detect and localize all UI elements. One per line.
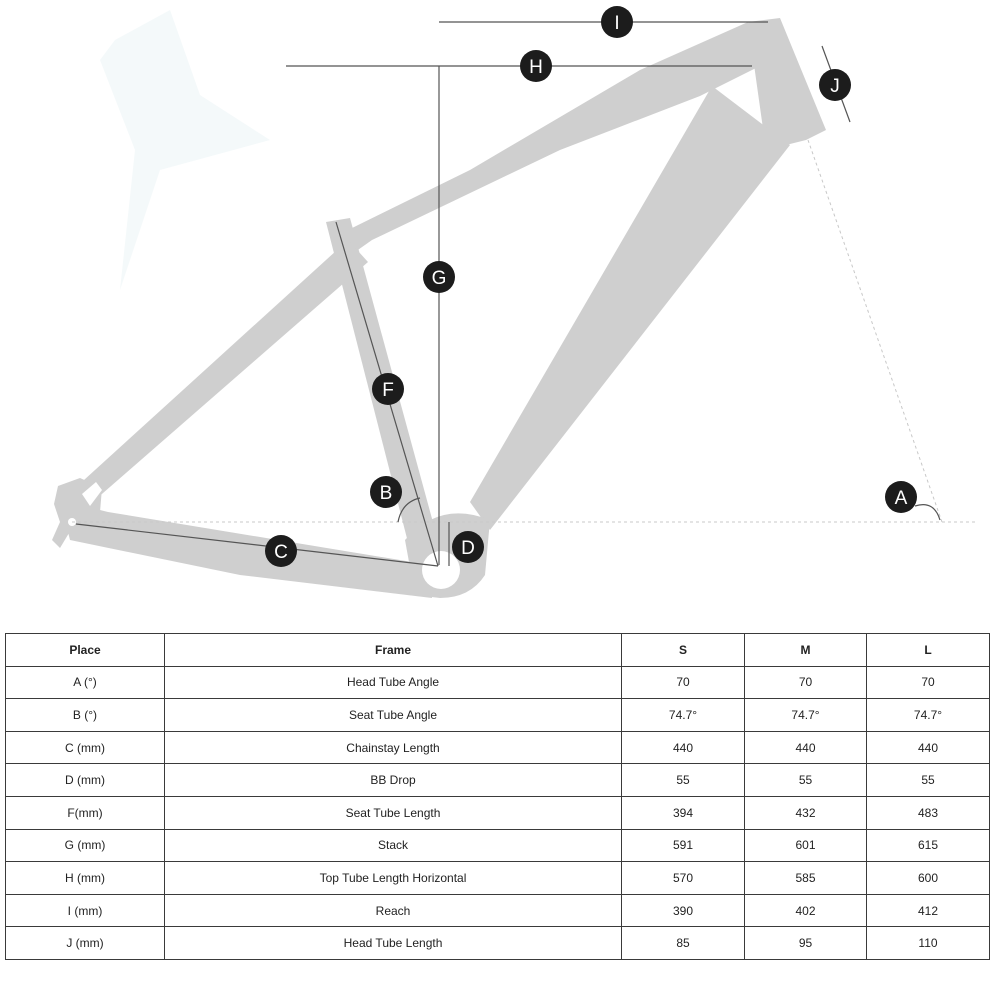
cell-size-l: 110 xyxy=(866,926,990,960)
svg-text:F: F xyxy=(382,380,394,401)
cell-size-m: 74.7° xyxy=(744,698,867,732)
cell-size-l: 70 xyxy=(866,665,990,700)
marker-F: F xyxy=(372,373,404,405)
cell-place: I (mm) xyxy=(5,893,165,928)
cell-frame: Top Tube Length Horizontal xyxy=(164,861,622,895)
seat-stay xyxy=(62,240,368,500)
cell-frame: Head Tube Angle xyxy=(164,665,622,700)
svg-text:C: C xyxy=(274,542,288,563)
marker-J: J xyxy=(819,69,851,101)
svg-text:B: B xyxy=(380,483,393,504)
cell-size-s: 591 xyxy=(621,828,745,863)
cell-size-s: 440 xyxy=(621,730,745,765)
svg-text:G: G xyxy=(432,268,447,289)
cell-size-l: 483 xyxy=(866,795,990,830)
header-size-m: M xyxy=(744,633,867,667)
cell-size-s: 55 xyxy=(621,763,745,797)
marker-C: C xyxy=(265,535,297,567)
cell-size-m: 601 xyxy=(744,828,867,863)
cell-frame: Reach xyxy=(164,893,622,928)
marker-A: A xyxy=(885,481,917,513)
table-header-row: Place Frame S M L xyxy=(5,633,990,667)
cell-place: G (mm) xyxy=(5,828,165,863)
cell-size-m: 55 xyxy=(744,763,867,797)
cell-place: A (°) xyxy=(5,665,165,700)
cell-place: H (mm) xyxy=(5,861,165,895)
marker-D: D xyxy=(452,531,484,563)
cell-frame: BB Drop xyxy=(164,763,622,797)
cell-place: F(mm) xyxy=(5,795,165,830)
cell-size-l: 600 xyxy=(866,861,990,895)
cell-size-l: 615 xyxy=(866,828,990,863)
cell-place: C (mm) xyxy=(5,730,165,765)
cell-frame: Chainstay Length xyxy=(164,730,622,765)
cell-size-m: 440 xyxy=(744,730,867,765)
background-decoration xyxy=(100,10,270,290)
seat-tube-angle-arc xyxy=(397,497,421,523)
cell-frame: Head Tube Length xyxy=(164,926,622,960)
header-frame: Frame xyxy=(164,633,622,667)
reference-lines xyxy=(72,139,975,523)
cell-place: D (mm) xyxy=(5,763,165,797)
svg-text:H: H xyxy=(529,57,543,78)
svg-text:A: A xyxy=(895,488,908,509)
cell-size-m: 95 xyxy=(744,926,867,960)
cell-place: B (°) xyxy=(5,698,165,732)
cell-size-s: 85 xyxy=(621,926,745,960)
cell-size-s: 394 xyxy=(621,795,745,830)
cell-size-l: 55 xyxy=(866,763,990,797)
chainstay-length-line xyxy=(75,523,439,567)
cell-size-s: 70 xyxy=(621,665,745,700)
marker-B: B xyxy=(370,476,402,508)
top-tube xyxy=(348,22,760,252)
svg-text:D: D xyxy=(461,538,475,559)
cell-size-m: 70 xyxy=(744,665,867,700)
head-tube-axis-line xyxy=(807,139,943,523)
frame-geometry-diagram: I H J G F B A D C xyxy=(52,6,975,598)
header-size-s: S xyxy=(621,633,745,667)
bike-frame xyxy=(52,18,826,598)
cell-size-s: 74.7° xyxy=(621,698,745,732)
cell-size-s: 570 xyxy=(621,861,745,895)
cell-size-l: 412 xyxy=(866,893,990,928)
cell-size-l: 440 xyxy=(866,730,990,765)
cell-size-m: 585 xyxy=(744,861,867,895)
marker-G: G xyxy=(423,261,455,293)
cell-size-m: 402 xyxy=(744,893,867,928)
header-size-l: L xyxy=(866,633,990,667)
header-place: Place xyxy=(5,633,165,667)
cell-frame: Stack xyxy=(164,828,622,863)
svg-text:I: I xyxy=(614,13,619,34)
cell-size-l: 74.7° xyxy=(866,698,990,732)
cell-size-s: 390 xyxy=(621,893,745,928)
cell-place: J (mm) xyxy=(5,926,165,960)
chain-stay xyxy=(60,500,432,598)
down-tube xyxy=(470,86,790,530)
cell-frame: Seat Tube Length xyxy=(164,795,622,830)
dropout-slot xyxy=(82,482,102,506)
marker-H: H xyxy=(520,50,552,82)
cell-frame: Seat Tube Angle xyxy=(164,698,622,732)
head-tube xyxy=(748,18,826,150)
bottom-bracket-hole xyxy=(422,551,460,589)
cell-size-m: 432 xyxy=(744,795,867,830)
marker-I: I xyxy=(601,6,633,38)
svg-text:J: J xyxy=(830,76,840,97)
head-tube-angle-arc xyxy=(914,504,941,521)
